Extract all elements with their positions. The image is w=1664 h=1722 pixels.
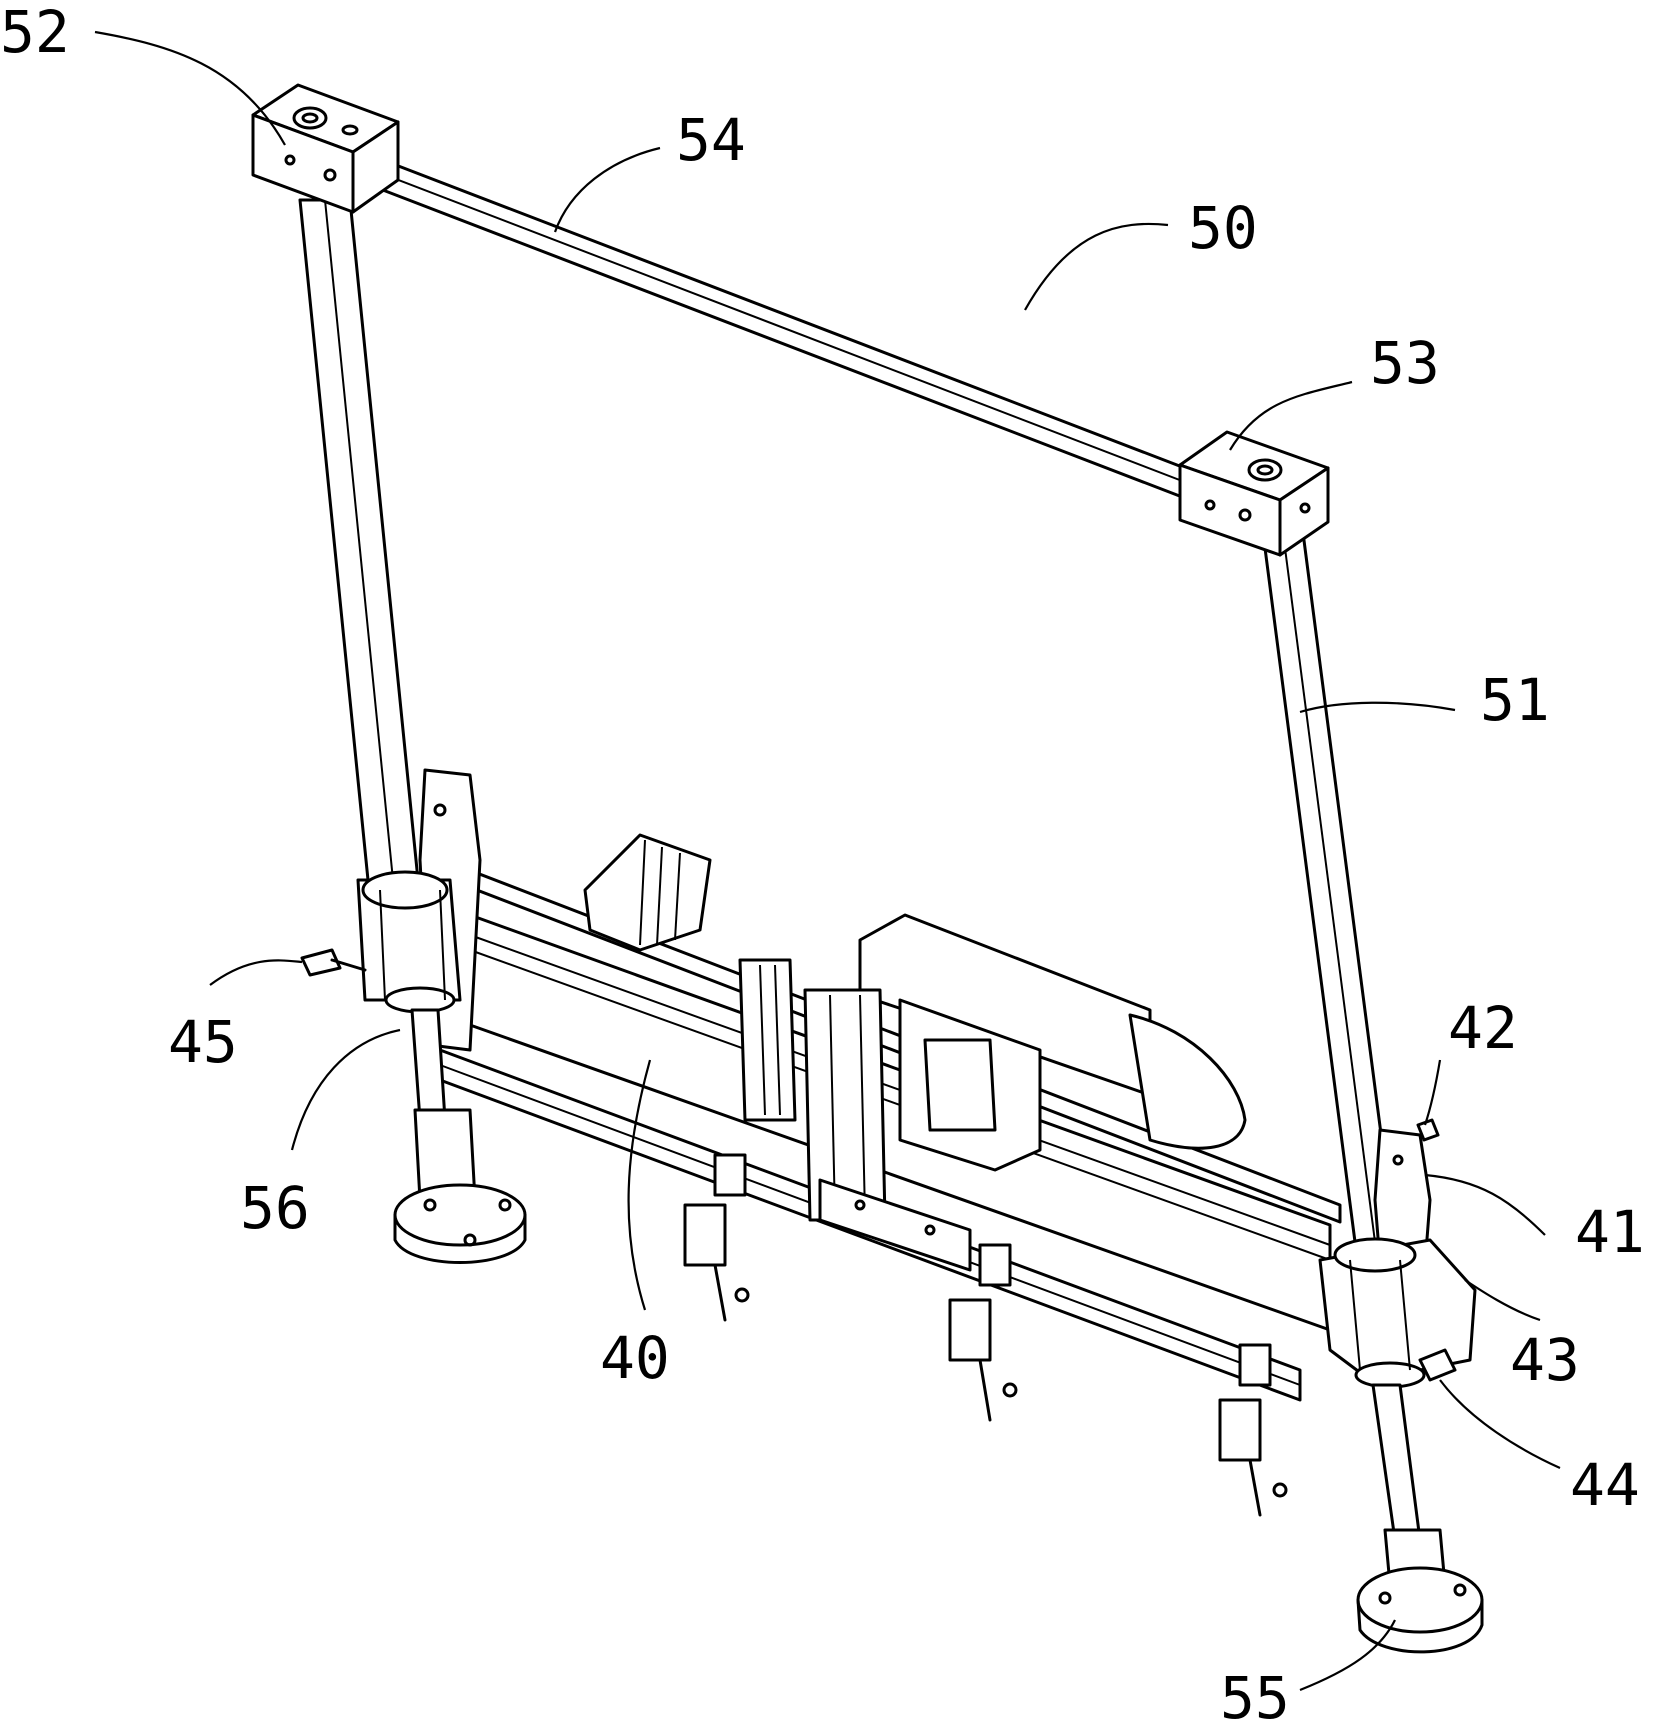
leader-42	[1425, 1060, 1440, 1125]
left-clamp-56	[358, 872, 460, 1012]
left-lower-post	[412, 1010, 445, 1120]
leader-40	[629, 1060, 650, 1310]
label-54: 54	[676, 106, 746, 174]
label-42: 42	[1448, 994, 1518, 1062]
leader-56	[292, 1030, 400, 1150]
label-52: 52	[0, 0, 70, 66]
leader-45	[210, 960, 302, 985]
sensor-1	[685, 1155, 748, 1320]
label-55: 55	[1220, 1664, 1290, 1722]
right-lower-post	[1373, 1385, 1420, 1540]
left-column	[300, 200, 420, 900]
connector-block-52	[253, 85, 398, 212]
connector-block-53	[1180, 432, 1328, 555]
leader-55	[1300, 1620, 1395, 1690]
label-44: 44	[1570, 1451, 1640, 1519]
label-53: 53	[1370, 329, 1440, 397]
handle-45	[302, 950, 365, 975]
motor-left	[585, 835, 710, 950]
leader-50	[1025, 224, 1168, 310]
label-40: 40	[600, 1324, 670, 1392]
leader-43	[1465, 1280, 1540, 1320]
label-43: 43	[1510, 1326, 1580, 1394]
right-foot-55	[1358, 1530, 1482, 1652]
label-41: 41	[1575, 1198, 1645, 1266]
crossbar-54	[362, 152, 1190, 500]
left-foot	[395, 1110, 525, 1263]
label-50: 50	[1188, 194, 1258, 262]
label-51: 51	[1480, 666, 1550, 734]
leader-41	[1425, 1175, 1545, 1235]
label-45: 45	[168, 1008, 238, 1076]
leader-54	[555, 148, 660, 232]
label-56: 56	[240, 1174, 310, 1242]
